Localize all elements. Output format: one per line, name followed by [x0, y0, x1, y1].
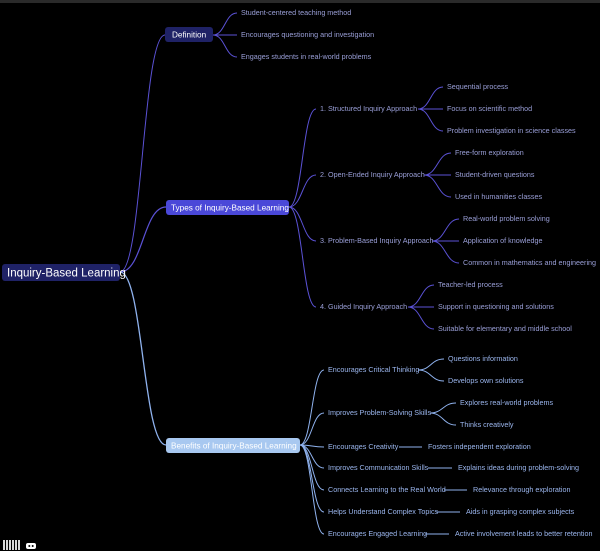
connector-line [417, 108, 444, 132]
type-detail: Used in humanities classes [455, 192, 542, 201]
branch-benefits[interactable]: Benefits of Inquiry-Based Learning [166, 438, 300, 453]
connector-line [429, 412, 457, 426]
connector-line [212, 34, 238, 58]
definition-item: Encourages questioning and investigation [241, 30, 374, 39]
connector-line [299, 444, 325, 513]
qr-code-icon [3, 540, 21, 550]
benefit-detail: Develops own solutions [448, 376, 524, 385]
benefit-detail: Explores real-world problems [460, 398, 553, 407]
type-detail: Common in mathematics and engineering [463, 258, 596, 267]
type-detail: Problem investigation in science classes [447, 126, 576, 135]
benefit-detail: Explains ideas during problem-solving [458, 463, 579, 472]
definition-item: Student-centered teaching method [241, 8, 351, 17]
branch-benefits-label: Benefits of Inquiry-Based Learning [171, 442, 297, 451]
benefit-node[interactable]: Improves Problem-Solving Skills [328, 408, 431, 417]
benefit-node[interactable]: Helps Understand Complex Topics [328, 507, 439, 516]
benefit-detail: Questions information [448, 354, 518, 363]
type-detail: Free-form exploration [455, 148, 524, 157]
type-node[interactable]: 4. Guided Inquiry Approach [320, 302, 407, 311]
type-detail: Focus on scientific method [447, 104, 532, 113]
type-detail: Student-driven questions [455, 170, 535, 179]
benefit-node[interactable]: Encourages Critical Thinking [328, 365, 419, 374]
connector-line [429, 402, 457, 414]
connector-line [407, 306, 435, 330]
benefit-detail: Fosters independent exploration [428, 442, 531, 451]
top-bar [0, 0, 600, 3]
robot-icon [26, 543, 36, 549]
type-detail: Support in questioning and solutions [438, 302, 554, 311]
benefit-node[interactable]: Connects Learning to the Real World [328, 485, 446, 494]
connector-line [288, 206, 317, 242]
type-detail: Real-world problem solving [463, 214, 550, 223]
connector-line [423, 152, 452, 176]
type-detail: Suitable for elementary and middle schoo… [438, 324, 572, 333]
type-detail: Sequential process [447, 82, 509, 91]
type-detail: Application of knowledge [463, 236, 543, 245]
benefit-detail: Relevance through exploration [473, 485, 571, 494]
connector-line [119, 34, 166, 273]
type-node[interactable]: 1. Structured Inquiry Approach [320, 104, 417, 113]
type-detail: Teacher-led process [438, 280, 503, 289]
benefit-node[interactable]: Improves Communication Skills [328, 463, 429, 472]
connector-lines [119, 12, 467, 535]
connector-line [288, 206, 317, 308]
connector-line [423, 174, 452, 198]
connector-line [212, 12, 238, 36]
branch-definition[interactable]: Definition [165, 27, 213, 42]
connector-line [299, 444, 325, 535]
benefit-node[interactable]: Encourages Engaged Learning [328, 529, 427, 538]
benefit-detail: Aids in grasping complex subjects [466, 507, 575, 516]
type-node[interactable]: 3. Problem-Based Inquiry Approach [320, 236, 433, 245]
root-node[interactable]: Inquiry-Based Learning [2, 264, 126, 281]
connector-line [119, 206, 167, 273]
connector-line [431, 218, 460, 242]
connector-line [288, 108, 317, 208]
benefit-detail: Active involvement leads to better reten… [455, 529, 592, 538]
connector-line [299, 412, 325, 446]
branch-types-label: Types of Inquiry-Based Learning [171, 204, 289, 213]
connector-line [299, 369, 325, 446]
connector-line [417, 86, 444, 110]
type-node[interactable]: 2. Open-Ended Inquiry Approach [320, 170, 425, 179]
connector-line [119, 271, 167, 446]
benefit-node[interactable]: Encourages Creativity [328, 442, 399, 451]
definition-item: Engages students in real-world problems [241, 52, 372, 61]
connector-line [431, 240, 460, 264]
benefit-detail: Thinks creatively [460, 420, 514, 429]
root-label: Inquiry-Based Learning [7, 268, 126, 280]
connector-line [417, 358, 445, 371]
branch-types[interactable]: Types of Inquiry-Based Learning [166, 200, 289, 215]
connector-line [288, 174, 317, 208]
branch-definition-label: Definition [172, 31, 207, 40]
connector-line [417, 369, 445, 382]
connector-line [407, 284, 435, 308]
